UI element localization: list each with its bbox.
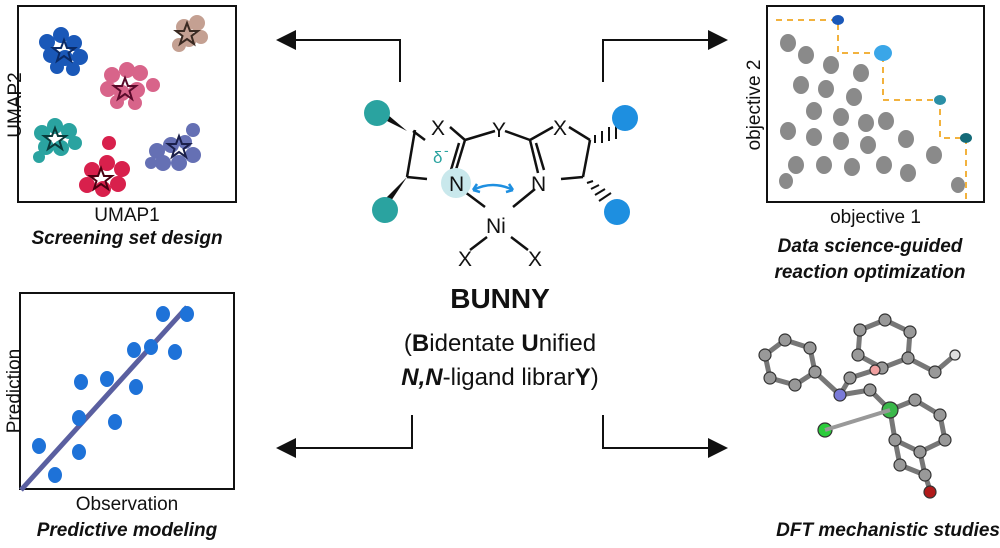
umap2-label: UMAP2 bbox=[5, 72, 26, 138]
star-purple bbox=[165, 133, 193, 160]
bunny-subtitle-line2: N,N-ligand librarY) bbox=[340, 362, 660, 394]
screening-caption: Screening set design bbox=[31, 228, 223, 249]
hash-right-top bbox=[594, 123, 617, 143]
pareto-front-line bbox=[776, 19, 967, 203]
pareto-point-2 bbox=[874, 45, 892, 61]
gray-points bbox=[779, 34, 965, 193]
word-identate: identate bbox=[429, 330, 522, 357]
bunny-structure: X Y X δ - N N Ni X X bbox=[364, 100, 638, 271]
umap1-label: UMAP1 bbox=[94, 205, 160, 226]
pareto-point-4 bbox=[960, 133, 972, 143]
pareto-point-1 bbox=[832, 15, 844, 25]
atom-x-left: X bbox=[431, 117, 445, 140]
cluster-teal bbox=[33, 118, 82, 163]
cluster-red bbox=[79, 136, 130, 197]
bunny-subtitle-line1: (Bidentate Unified bbox=[340, 328, 660, 360]
modeling-panel bbox=[19, 292, 235, 492]
substituent-teal-bottom bbox=[372, 197, 398, 223]
atom-ni: Ni bbox=[486, 215, 506, 238]
hash-right-bottom bbox=[586, 180, 612, 202]
star-pink bbox=[111, 75, 139, 102]
paren-close: ) bbox=[590, 364, 599, 391]
star-teal bbox=[41, 125, 69, 152]
star-red bbox=[87, 165, 115, 192]
atom-n-right: N bbox=[531, 173, 546, 196]
star-tan bbox=[173, 20, 201, 47]
atom-n-left: N bbox=[449, 173, 464, 196]
cluster-blue bbox=[39, 27, 88, 76]
curved-double-arrow bbox=[472, 183, 514, 192]
optimization-panel bbox=[766, 5, 985, 203]
arrow-bottom-right bbox=[602, 415, 728, 458]
dft-molecule bbox=[758, 313, 961, 499]
observation-label: Observation bbox=[75, 494, 179, 515]
pareto-point-3 bbox=[934, 95, 946, 105]
arrow-top-left bbox=[276, 30, 401, 82]
screening-panel bbox=[17, 5, 237, 203]
parity-plot bbox=[19, 305, 194, 492]
optimization-caption-2: reaction optimization bbox=[774, 262, 966, 283]
prediction-label: Prediction bbox=[4, 348, 25, 434]
paren-open: ( bbox=[403, 330, 412, 357]
bunny-title: BUNNY bbox=[450, 283, 550, 314]
arrow-top-right bbox=[602, 30, 728, 82]
fit-line bbox=[19, 305, 189, 492]
atom-x-bottom-left: X bbox=[458, 248, 472, 271]
optimization-caption-1: Data science-guided bbox=[777, 236, 963, 257]
prediction-points bbox=[32, 306, 194, 483]
pareto-scatter bbox=[776, 15, 972, 203]
cluster-tan bbox=[172, 15, 208, 52]
acronym-b: B bbox=[411, 330, 430, 357]
atom-y-bridge: Y bbox=[492, 119, 506, 142]
delta-charge: δ bbox=[433, 148, 442, 167]
objective2-label: objective 2 bbox=[744, 59, 765, 151]
arrow-bottom-left bbox=[276, 415, 413, 458]
star-blue bbox=[50, 37, 78, 64]
nn-italic: N,N bbox=[401, 364, 443, 391]
word-nified: nified bbox=[538, 330, 597, 357]
modeling-caption: Predictive modeling bbox=[36, 520, 218, 541]
acronym-u: U bbox=[521, 330, 539, 357]
ligand-library: -ligand librar bbox=[442, 364, 575, 391]
dft-caption: DFT mechanistic studies bbox=[776, 520, 1000, 541]
delta-charge-sign: - bbox=[444, 142, 449, 158]
atom-x-right: X bbox=[553, 117, 567, 140]
substituent-blue-top bbox=[612, 105, 638, 131]
atom-x-bottom-right: X bbox=[528, 248, 542, 271]
umap-scatter bbox=[33, 15, 208, 197]
substituent-teal-top bbox=[364, 100, 390, 126]
substituent-blue-bottom bbox=[604, 199, 630, 225]
acronym-y: Y bbox=[574, 364, 591, 391]
objective1-label: objective 1 bbox=[830, 207, 921, 228]
n-highlight bbox=[441, 168, 471, 198]
